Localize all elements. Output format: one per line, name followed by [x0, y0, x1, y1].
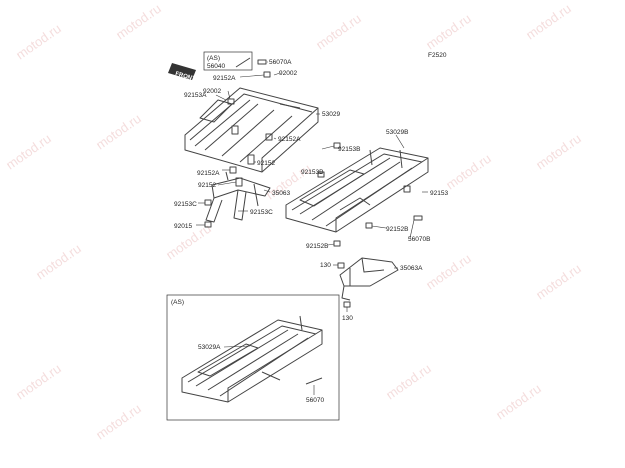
part-92152B: 92152B — [306, 243, 328, 250]
part-92002: 92002 — [203, 88, 221, 95]
bolt-56040 — [235, 57, 251, 68]
watermark-text: motod.ru — [493, 381, 544, 423]
part-53029B: 53029B — [386, 129, 408, 136]
leader-lines — [196, 61, 428, 395]
part-130: 130 — [342, 315, 353, 322]
as-box-top — [203, 51, 253, 71]
part-labels: 56070A 92002 92152A 92002 92153A 53029 9… — [174, 59, 448, 404]
watermark-text: motod.ru — [443, 151, 494, 193]
watermark-text: motod.ru — [423, 251, 474, 293]
rear-carrier-53029B — [285, 147, 429, 233]
as-label-top: (AS) — [207, 55, 220, 62]
as-label-bottom: (AS) — [171, 299, 184, 306]
part-56070A: 56070A — [269, 59, 292, 66]
part-92153C: 92153C — [250, 209, 273, 216]
watermark-text: motod.ru — [93, 111, 144, 153]
part-56070: 56070 — [306, 397, 324, 404]
part-53029: 53029 — [322, 111, 340, 118]
part-92153B: 92153B — [301, 169, 323, 176]
part-56070B: 56070B — [408, 236, 430, 243]
bolt-56070 — [305, 377, 323, 385]
part-92015: 92015 — [174, 223, 192, 230]
part-53029A: 53029A — [198, 344, 221, 351]
part-92152A: 92152A — [278, 136, 301, 143]
front-carrier-53029 — [184, 87, 319, 173]
watermark-text: motod.ru — [533, 131, 584, 173]
watermark-text: motod.ru — [423, 11, 474, 53]
as-box-bottom — [166, 294, 340, 421]
rear-carrier-53029A — [181, 315, 323, 403]
part-35063A: 35063A — [400, 265, 423, 272]
part-92153: 92153 — [430, 190, 448, 197]
part-130: 130 — [320, 262, 331, 269]
figure-code: F2520 — [428, 52, 447, 59]
watermark-text: motod.ru — [3, 131, 54, 173]
rear-bracket-35063A — [339, 257, 399, 301]
front-tag: FRONT — [174, 71, 196, 83]
part-92153B: 92153B — [338, 146, 360, 153]
watermark-text: motod.ru — [33, 241, 84, 283]
watermark-text: motod.ru — [313, 11, 364, 53]
part-92152A: 92152A — [213, 75, 236, 82]
watermark-text: motod.ru — [523, 1, 574, 43]
part-56040: 56040 — [207, 63, 225, 70]
part-92152B: 92152B — [386, 226, 408, 233]
part-35063: 35063 — [272, 190, 290, 197]
watermark-text: motod.ru — [13, 361, 64, 403]
part-92153A: 92153A — [184, 92, 207, 99]
watermark-text: motod.ru — [533, 261, 584, 303]
watermark-layer: motod.ru motod.ru motod.ru motod.ru moto… — [3, 1, 584, 443]
watermark-text: motod.ru — [113, 1, 164, 43]
part-92152: 92152 — [257, 160, 275, 167]
part-92002: 92002 — [279, 70, 297, 77]
part-92152: 92152 — [198, 182, 216, 189]
part-92153C: 92153C — [174, 201, 197, 208]
front-arrow-icon: FRONT — [168, 63, 196, 83]
watermark-text: motod.ru — [93, 401, 144, 443]
watermark-text: motod.ru — [13, 21, 64, 63]
part-92152A: 92152A — [197, 170, 220, 177]
watermark-text: motod.ru — [383, 361, 434, 403]
